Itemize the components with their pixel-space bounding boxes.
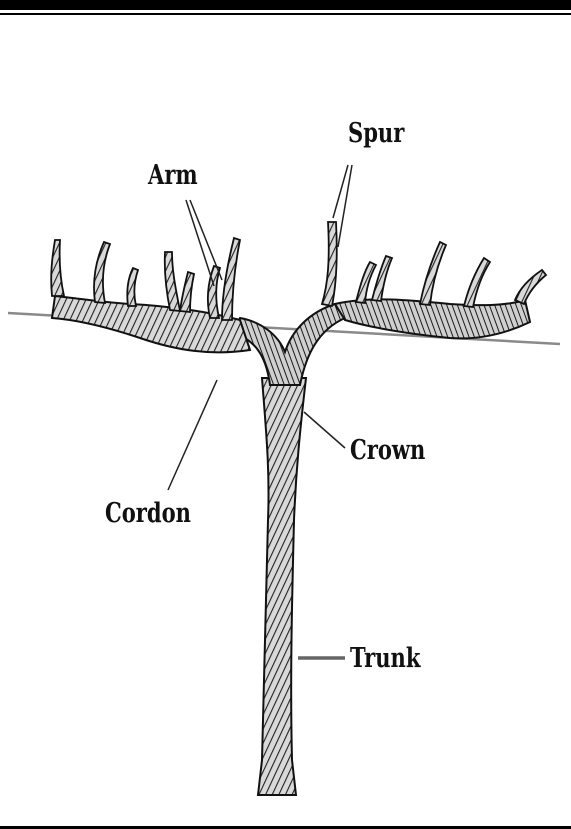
crown-leader <box>304 412 345 448</box>
arm-label: Arm <box>148 162 198 189</box>
spur-shoot <box>165 252 180 311</box>
trunk-shape <box>258 378 306 795</box>
spur-shoot <box>222 238 240 320</box>
spur-shoot <box>420 242 446 305</box>
spur-label: Spur <box>348 120 404 147</box>
spur-shoot <box>127 268 138 306</box>
cordon-leader <box>168 380 217 490</box>
spur-shoot <box>515 270 546 304</box>
spur-shoot <box>180 272 194 312</box>
arm-leader-2 <box>190 200 222 280</box>
trunk-label: Trunk <box>350 645 420 672</box>
spur-shoot <box>372 256 392 301</box>
cordon-label: Cordon <box>105 500 191 527</box>
left-cordon-shape <box>52 296 250 352</box>
spur-shoot <box>94 242 110 303</box>
spur-shoot <box>51 240 64 296</box>
spur-shoot <box>322 222 337 306</box>
spur-leader-1 <box>333 165 348 218</box>
spur-shoot <box>464 258 490 307</box>
crown-label: Crown <box>350 437 425 464</box>
